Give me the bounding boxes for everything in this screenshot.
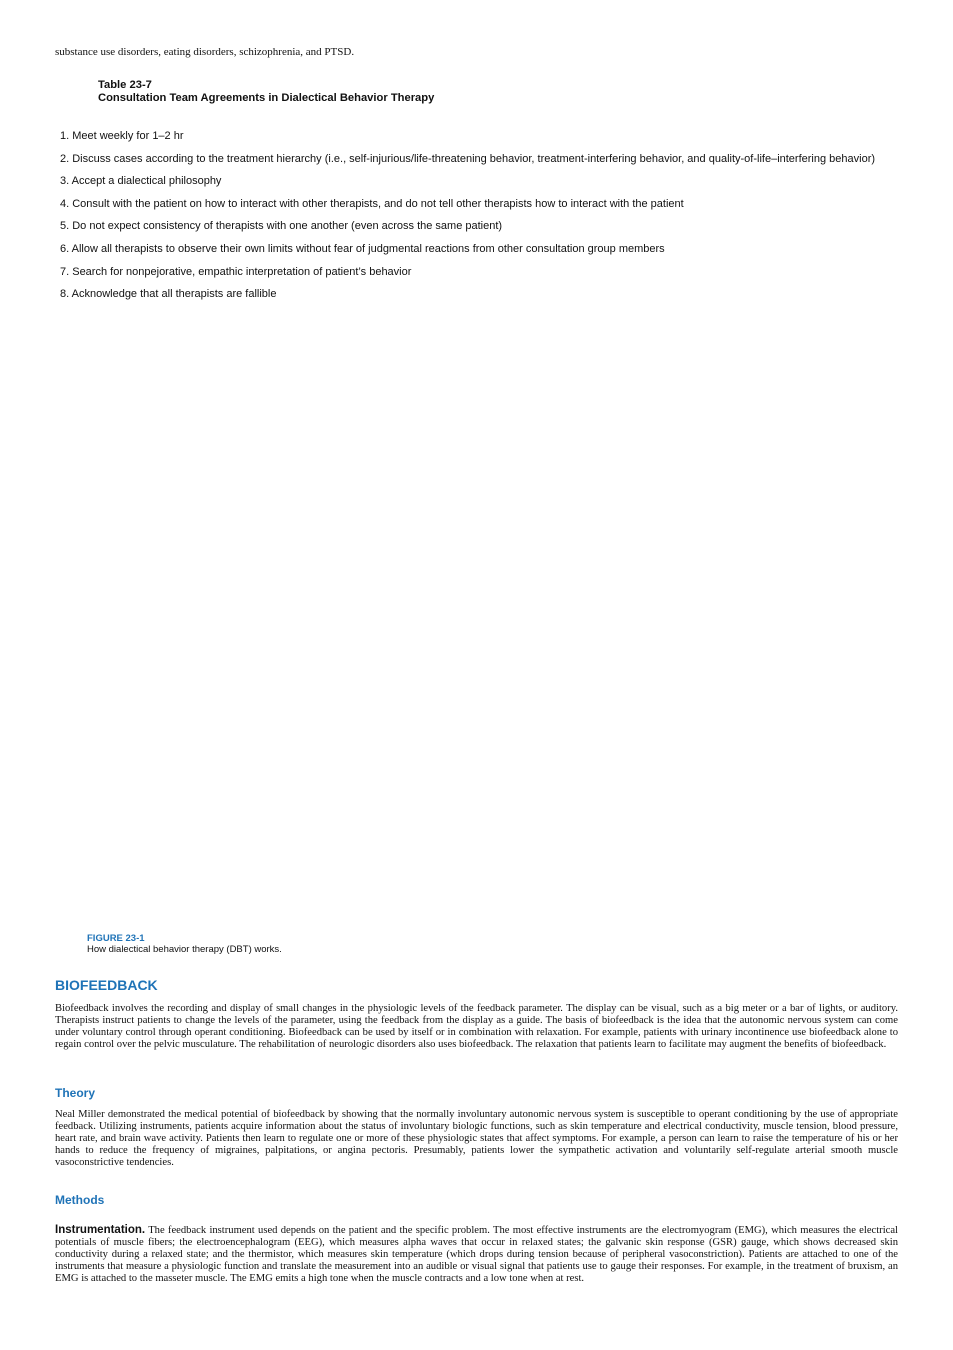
list-item: 7. Search for nonpejorative, empathic in… xyxy=(60,265,412,278)
intro-line: substance use disorders, eating disorder… xyxy=(55,46,355,58)
instrumentation-text: The feedback instrument used depends on … xyxy=(55,1225,898,1285)
list-item: 2. Discuss cases according to the treatm… xyxy=(60,152,876,165)
theory-paragraph: Neal Miller demonstrated the medical pot… xyxy=(55,1109,898,1169)
biofeedback-paragraph: Biofeedback involves the recording and d… xyxy=(55,1003,898,1051)
list-item: 6. Allow all therapists to observe their… xyxy=(60,242,665,255)
instrumentation-label: Instrumentation. xyxy=(55,1224,146,1236)
list-item: 8. Acknowledge that all therapists are f… xyxy=(60,288,277,301)
list-item: 5. Do not expect consistency of therapis… xyxy=(60,220,503,233)
agreement-list: 1. Meet weekly for 1–2 hr 2. Discuss cas… xyxy=(60,130,900,311)
biofeedback-heading: BIOFEEDBACK xyxy=(55,977,158,993)
theory-heading: Theory xyxy=(55,1086,96,1100)
table-number: Table 23-7 xyxy=(98,79,152,91)
list-item: 4. Consult with the patient on how to in… xyxy=(60,197,684,210)
table-title: Consultation Team Agreements in Dialecti… xyxy=(98,92,435,104)
instrumentation-paragraph: Instrumentation. The feedback instrument… xyxy=(55,1224,898,1285)
figure-caption-text: How dialectical behavior therapy (DBT) w… xyxy=(87,944,282,955)
list-item: 1. Meet weekly for 1–2 hr xyxy=(60,130,184,142)
table-caption: Table 23-7 Consultation Team Agreements … xyxy=(98,79,434,105)
figure-number: FIGURE 23-1 xyxy=(87,933,145,944)
methods-heading: Methods xyxy=(55,1193,105,1207)
list-item: 3. Accept a dialectical philosophy xyxy=(60,175,222,188)
figure-caption: FIGURE 23-1 How dialectical behavior the… xyxy=(87,933,282,955)
